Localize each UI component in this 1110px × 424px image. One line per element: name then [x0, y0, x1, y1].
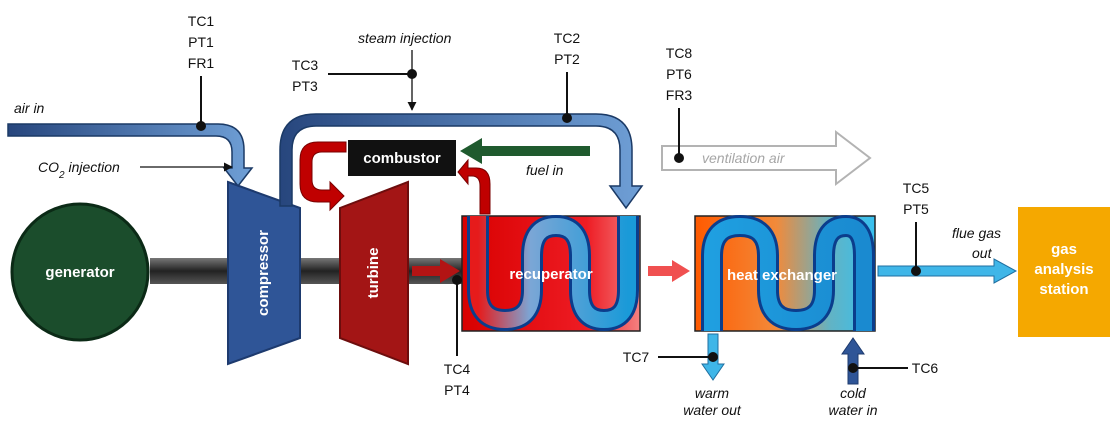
sensor-group-5: TC5 PT5 [903, 180, 930, 276]
sensor-label: PT4 [444, 382, 470, 398]
sensor-group-4: TC4 PT4 [444, 275, 471, 398]
cold-water-in-label-1: cold [840, 385, 867, 401]
compressed-air-duct [279, 113, 644, 210]
ventilation-air-label: ventilation air [702, 150, 786, 166]
sensor-point [674, 153, 684, 163]
recuperator-coil-fill [470, 216, 636, 329]
fuel-in-label: fuel in [526, 162, 564, 178]
sensor-label: PT6 [666, 66, 692, 82]
sensor-label: FR1 [188, 55, 215, 71]
generator-label: generator [45, 264, 114, 281]
gas-analysis-station [1018, 207, 1110, 337]
flue-gas-out-label-2: out [972, 245, 993, 261]
turbine-label: turbine [365, 248, 382, 299]
flue-gas-out-arrow [877, 258, 1018, 284]
sensor-point [911, 266, 921, 276]
ventilation-air-arrow [661, 129, 872, 187]
sensor-group-6: TC6 [848, 360, 938, 376]
cold-water-in-label-2: water in [828, 402, 877, 418]
compressor [227, 180, 301, 366]
compressor-label: compressor [255, 230, 272, 316]
recuperator-exhaust-arrow [648, 260, 690, 282]
cold-water-in-arrow [841, 337, 865, 385]
combustor-label: combustor [363, 150, 441, 167]
sensor-group-2: TC2 PT2 [554, 30, 581, 123]
heat-exchanger-label: heat exchanger [727, 267, 837, 284]
co2-injection-label: CO2 injection [38, 159, 120, 181]
heat-exchanger-coil-fill [704, 217, 872, 331]
sensor-label: TC5 [903, 180, 930, 196]
sensor-label: PT3 [292, 78, 318, 94]
sensor-point [407, 69, 417, 79]
sensor-point [562, 113, 572, 123]
sensor-label: TC6 [912, 360, 939, 376]
recuperator-to-combustor-arrow [457, 158, 491, 215]
gas-analysis-label-3: station [1039, 281, 1088, 298]
air-inlet-duct [7, 123, 254, 188]
sensor-label: TC8 [666, 45, 693, 61]
sensor-label: TC7 [623, 349, 650, 365]
turbine [339, 180, 409, 366]
steam-injection-label: steam injection [358, 30, 452, 46]
gas-analysis-label-1: gas [1051, 241, 1077, 258]
sensor-point [708, 352, 718, 362]
sensor-group-8: TC8 PT6 FR3 [666, 45, 693, 163]
sensor-label: FR3 [666, 87, 693, 103]
sensor-label: TC1 [188, 13, 215, 29]
recuperator-label: recuperator [509, 266, 593, 283]
sensor-group-3: TC3 PT3 [292, 57, 417, 94]
air-in-label: air in [14, 100, 45, 116]
generator [10, 202, 150, 342]
combustor-exhaust-arrow [299, 141, 347, 212]
sensor-label: PT2 [554, 51, 580, 67]
turbine-exhaust-arrow [412, 259, 460, 283]
sensor-label: TC3 [292, 57, 319, 73]
sensor-label: PT5 [903, 201, 929, 217]
sensor-point [196, 121, 206, 131]
flue-gas-out-label-1: flue gas [952, 225, 1001, 241]
sensor-group-1: TC1 PT1 FR1 [188, 13, 215, 131]
gas-analysis-label-2: analysis [1034, 261, 1093, 278]
sensor-label: TC2 [554, 30, 581, 46]
warm-water-out-label-1: warm [695, 385, 730, 401]
sensor-label: TC4 [444, 361, 471, 377]
warm-water-out-label-2: water out [683, 402, 742, 418]
fuel-in-arrow [460, 138, 590, 164]
sensor-group-7: TC7 [623, 349, 718, 365]
sensor-label: PT1 [188, 34, 214, 50]
combustor [348, 140, 456, 176]
